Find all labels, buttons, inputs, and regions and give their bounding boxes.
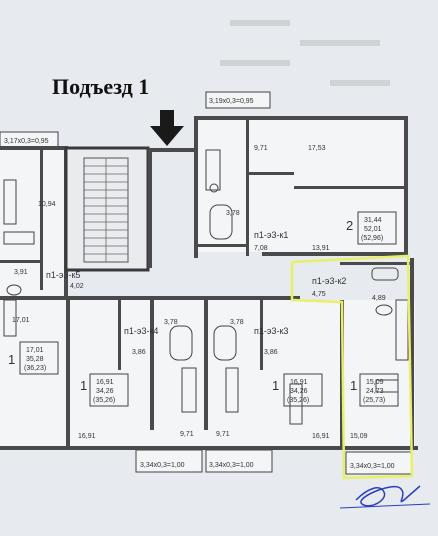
balcony-top-mid-label: 3,19x0,3=0,95 (209, 98, 254, 105)
signature-icon (355, 485, 421, 507)
unit-ul-a: 17,01 (26, 347, 44, 354)
dim-d5: 9,71 (254, 145, 268, 152)
balcony-bottom-mid-label: 3,34x0,3=1,00 (209, 462, 254, 469)
dim-d20: 15,09 (350, 433, 368, 440)
unit-box-m3: 1 16,91 34,26 (35,26) (272, 373, 323, 407)
unit-m3-rooms: 1 (272, 378, 279, 393)
walls (0, 116, 418, 450)
balcony-top-left-label: 3,17x0,3=0,95 (4, 138, 49, 145)
unit-m3-b: 34,26 (290, 388, 308, 395)
dim-d3: 4,02 (70, 283, 84, 290)
apartment-k2-name: п1-э3-к2 (312, 276, 346, 286)
entrance-title: Подъезд 1 (52, 74, 149, 99)
show-through-text (220, 20, 390, 86)
balcony-top-mid (205, 91, 271, 109)
dim-d2: 3,91 (14, 269, 28, 276)
unit-box-l2: 1 16,91 34,26 (35,26) (80, 373, 129, 407)
unit-box-ul: 1 17,01 35,28 (36,23) (8, 341, 59, 375)
unit-tr-c: (52,96) (361, 235, 383, 242)
dim-d18: 9,71 (216, 431, 230, 438)
unit-tr-rooms: 2 (346, 218, 353, 233)
unit-r1-rooms: 1 (350, 378, 357, 393)
dim-d8: 7,08 (254, 245, 268, 252)
unit-tr-a: 31,44 (364, 217, 382, 224)
unit-m3-c: (35,26) (287, 397, 309, 404)
apartment-k1-name: п1-э3-к1 (254, 230, 288, 240)
apartment-k3-name: п1-э3-к3 (254, 326, 288, 336)
unit-box-tr: 2 31,44 52,01 (52,96) (346, 211, 397, 245)
dim-d16: 16,91 (78, 433, 96, 440)
dim-d15: 3,86 (264, 349, 278, 356)
dim-d11: 4,89 (372, 295, 386, 302)
unit-r1-c: (25,73) (363, 397, 385, 404)
entrance-arrow-icon (150, 110, 184, 146)
unit-r1-b: 24,73 (366, 388, 384, 395)
unit-l2-a: 16,91 (96, 379, 114, 386)
unit-l2-c: (35,26) (93, 397, 115, 404)
unit-ul-c: (36,23) (24, 365, 46, 372)
signature-underline (339, 503, 431, 509)
dimension-labels: 10,94 3,91 4,02 17,01 9,71 17,53 3,78 7,… (12, 145, 386, 440)
unit-ul-rooms: 1 (8, 352, 15, 367)
unit-m3-a: 16,91 (290, 379, 308, 386)
dim-d12: 3,78 (164, 319, 178, 326)
unit-ul-b: 35,28 (26, 356, 44, 363)
unit-l2-b: 34,26 (96, 388, 114, 395)
room-top-right (196, 118, 408, 252)
unit-l2-rooms: 1 (80, 378, 87, 393)
dim-d1: 10,94 (38, 201, 56, 208)
unit-r1-a: 15,09 (366, 379, 384, 386)
dim-d19: 16,91 (312, 433, 330, 440)
unit-box-r1: 1 15,09 24,73 (25,73) (350, 373, 399, 407)
balcony-bottom-left-label: 3,34x0,3=1,00 (140, 462, 185, 469)
dim-d9: 13,91 (312, 245, 330, 252)
dim-d13: 3,78 (230, 319, 244, 326)
unit-tr-b: 52,01 (364, 226, 382, 233)
balcony-bottom-right-label: 3,34x0,3=1,00 (350, 463, 395, 470)
dim-d10: 4,75 (312, 291, 326, 298)
apartment-k4-name: п1-э3-к4 (124, 326, 158, 336)
dim-d4: 17,01 (12, 317, 30, 324)
apartment-k2-highlight (290, 254, 414, 480)
dim-d7: 3,78 (226, 210, 240, 217)
dim-d14: 3,86 (132, 349, 146, 356)
dim-d6: 17,53 (308, 145, 326, 152)
dim-d17: 9,71 (180, 431, 194, 438)
apartment-k5-name: п1-э3-к5 (46, 270, 80, 280)
fixtures (3, 149, 409, 425)
